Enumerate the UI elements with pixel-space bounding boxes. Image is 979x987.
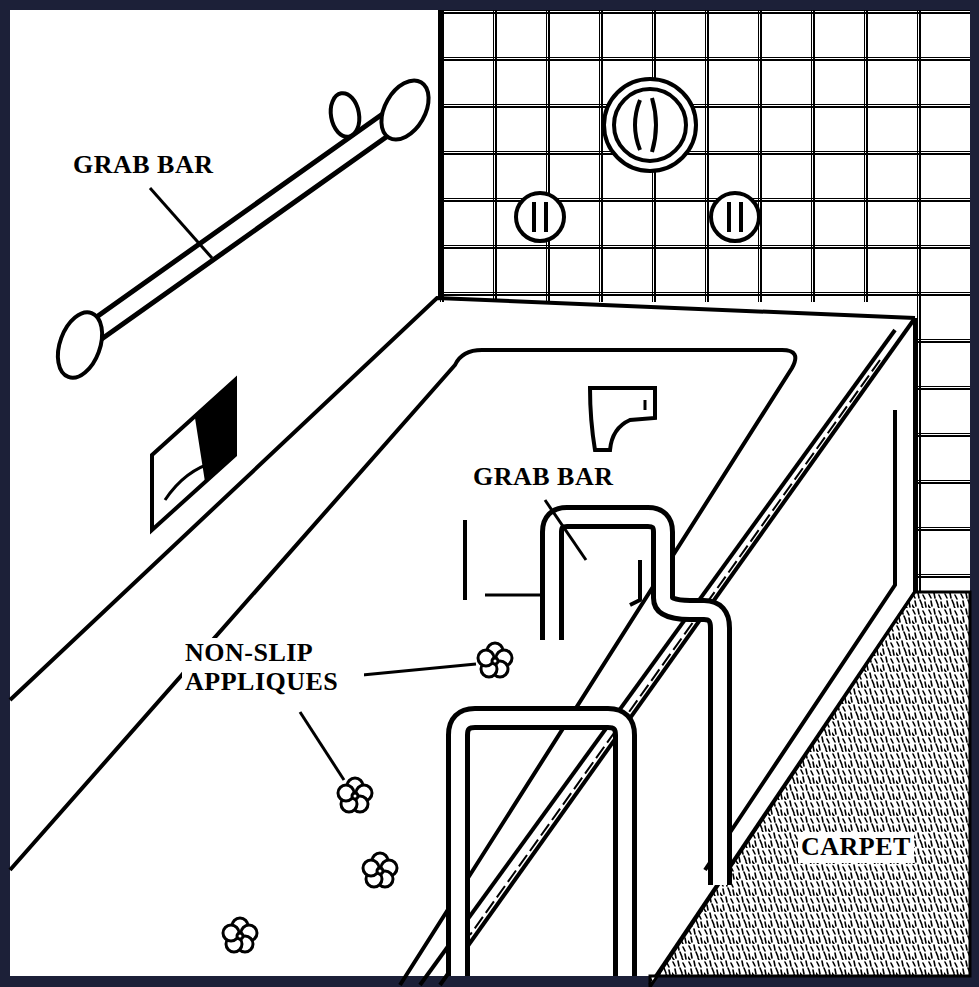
- picture-ground: [10, 10, 970, 976]
- part-label: GRAB BAR: [470, 462, 617, 493]
- wall-corner: [438, 10, 442, 300]
- wall-grab-bar: [50, 72, 439, 384]
- faucet-knobs: [516, 79, 759, 241]
- rim-grab-bar: [458, 517, 720, 976]
- carpet-area: [650, 592, 970, 987]
- tile-wall: [440, 10, 970, 302]
- tile-wall-side: [915, 300, 970, 592]
- part-label: GRAB BAR: [70, 150, 217, 181]
- soap-dish: [152, 380, 235, 530]
- tub-spout: [590, 388, 655, 450]
- part-label: CARPET: [798, 832, 914, 863]
- part-label: NON-SLIP APPLIQUES: [182, 638, 364, 697]
